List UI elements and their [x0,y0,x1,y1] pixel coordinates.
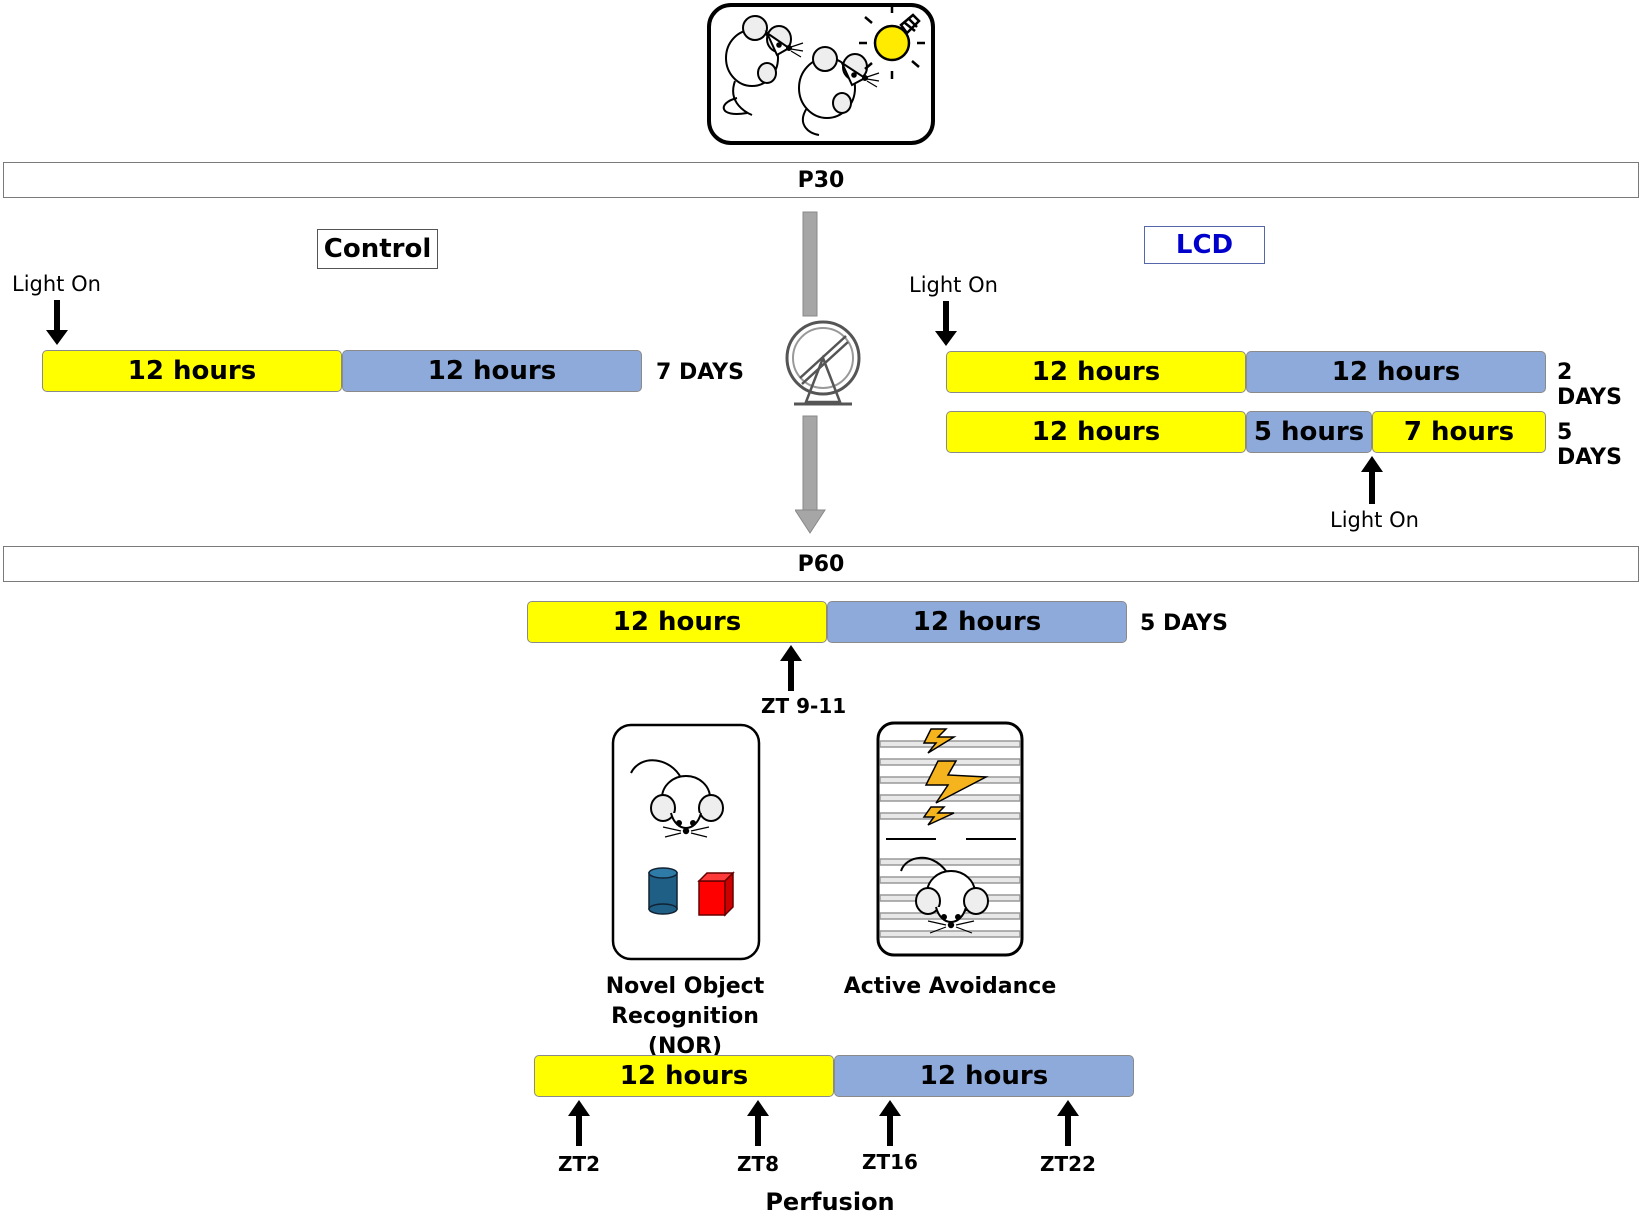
zt2-label: ZT2 [557,1152,601,1176]
lcd-row1-days-label: 2 DAYS [1557,360,1622,410]
lcd-row1-dark-label: 12 hours [1331,357,1461,387]
lcd-row2-days-label: 5 DAYS [1557,420,1622,470]
p30-label: P30 [797,167,845,193]
running-wheel-icon [785,320,861,406]
p60-days-label: 5 DAYS [1140,611,1228,636]
nor-mouse-objects-icon [611,723,761,961]
nor-caption: Novel Object Recognition (NOR) [530,972,840,1062]
up-arrow-icon [568,1100,590,1146]
zt22-label: ZT22 [1040,1152,1096,1176]
p60-label: P60 [797,551,845,577]
control-light-segment-label: 12 hours [127,356,257,386]
control-days-label: 7 DAYS [656,360,744,385]
control-dark-segment: 12 hours [342,350,642,392]
perfusion-light-segment: 12 hours [534,1055,834,1097]
up-arrow-icon [1361,456,1383,504]
p60-dark-label: 12 hours [912,607,1042,637]
lcd-row2-light2-label: 7 hours [1403,417,1515,447]
p30-band: P30 [3,162,1639,198]
up-arrow-icon [1057,1100,1079,1146]
nor-caption-line2: (NOR) [647,1034,723,1059]
lcd-row2-dark-segment: 5 hours [1246,411,1372,453]
lcd-row2-dark-label: 5 hours [1253,417,1365,447]
running-wheel [782,318,864,408]
control-dark-segment-label: 12 hours [427,356,557,386]
lcd-title-box: LCD [1144,226,1265,264]
control-light-on-label: Light On [12,272,101,296]
p60-dark-segment: 12 hours [827,601,1127,643]
control-title-box: Control [317,229,438,269]
lcd-light-on-bottom-label: Light On [1330,508,1419,532]
cage-illustration [707,3,935,145]
zt16-label: ZT16 [862,1150,918,1174]
center-timeline-arrow [794,208,855,538]
lcd-row1-light-label: 12 hours [1031,357,1161,387]
lcd-light-on-top-label: Light On [909,273,998,297]
nor-illustration [611,723,761,961]
p60-light-segment: 12 hours [527,601,827,643]
lcd-row1-light-segment: 12 hours [946,351,1246,393]
up-arrow-icon [879,1100,901,1146]
active-avoidance-illustration [876,721,1024,957]
zt8-label: ZT8 [736,1152,780,1176]
p60-light-label: 12 hours [612,607,742,637]
down-arrow-icon [935,301,957,346]
mice-with-lightbulb-icon [707,3,935,145]
up-arrow-icon [747,1100,769,1146]
perfusion-dark-segment: 12 hours [834,1055,1134,1097]
lcd-row1-dark-segment: 12 hours [1246,351,1546,393]
lcd-title: LCD [1175,230,1234,260]
wheel-arrow-icon [794,211,826,534]
zt-9-11-label: ZT 9-11 [761,694,847,718]
perfusion-dark-label: 12 hours [919,1061,1049,1091]
active-avoidance-caption: Active Avoidance [843,974,1057,999]
perfusion-light-label: 12 hours [619,1061,749,1091]
nor-caption-line1: Novel Object Recognition [605,974,765,1029]
lcd-row2-light-segment: 12 hours [946,411,1246,453]
control-title: Control [323,234,432,264]
lcd-row2-light2-segment: 7 hours [1372,411,1546,453]
down-arrow-icon [46,300,68,345]
p60-band: P60 [3,546,1639,582]
up-arrow-icon [780,645,802,691]
shock-box-mouse-icon [876,721,1024,957]
lcd-row2-light-label: 12 hours [1031,417,1161,447]
perfusion-label: Perfusion [765,1188,895,1216]
control-light-segment: 12 hours [42,350,342,392]
